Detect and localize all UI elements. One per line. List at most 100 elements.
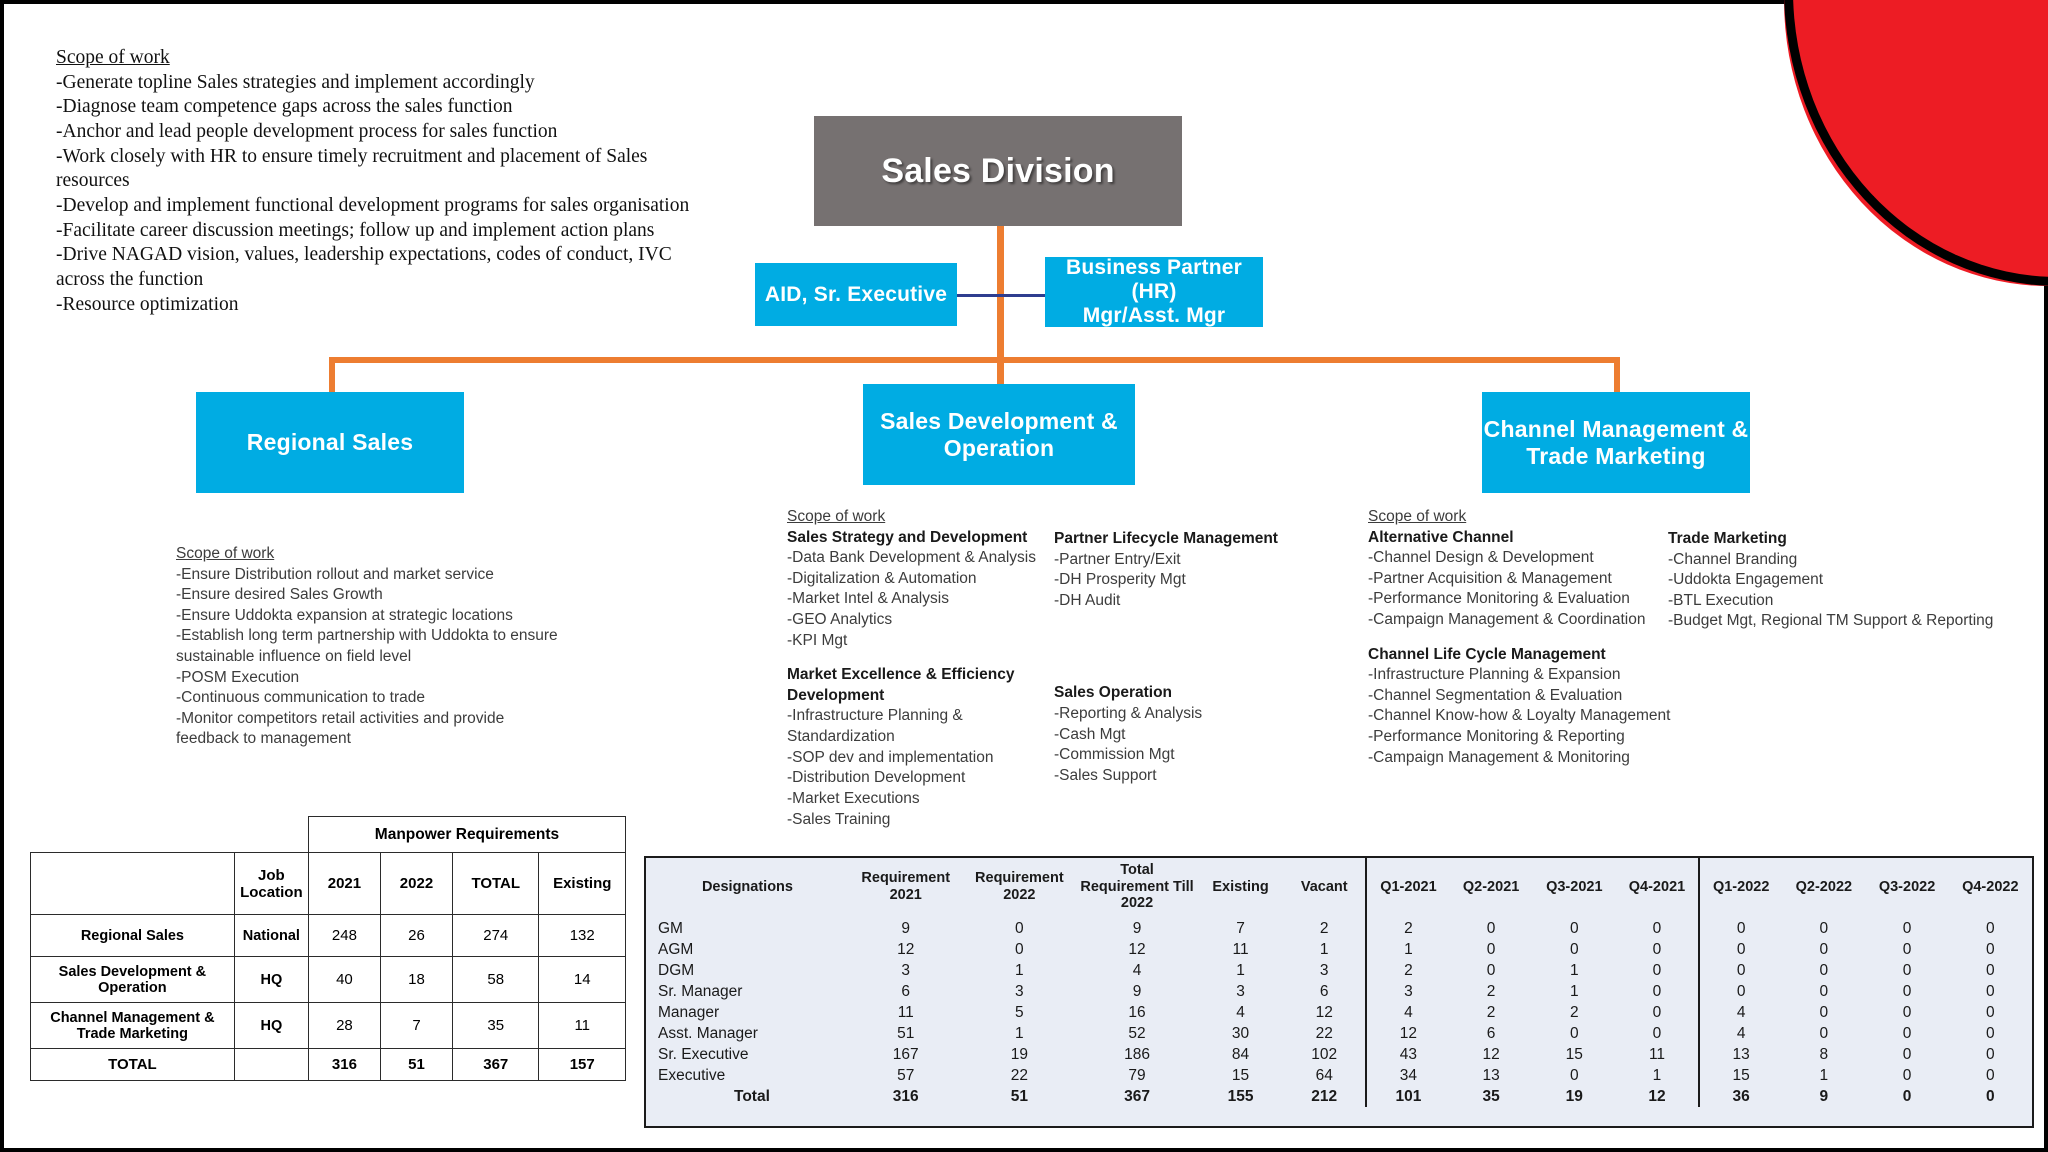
cell-q4-2021: 0 (1652, 961, 1662, 979)
cell-req-2022: 3 (1015, 982, 1024, 1000)
cell-existing: 157 (538, 1048, 626, 1081)
regional-scope-item: -Ensure desired Sales Growth (176, 586, 383, 604)
org-box-hr-label-line2: Mgr/Asst. Mgr (1082, 303, 1226, 327)
table-row-header: Job Location 2021 2022 TOTAL Existing (30, 852, 626, 915)
col-header-2022: 2022 (379, 852, 454, 915)
sales-dev-item: -Sales Training (787, 810, 891, 828)
cell-q3-2022: 0 (1902, 1024, 1912, 1042)
cell-q2-2021: 0 (1486, 919, 1496, 937)
cell-2022: 51 (379, 1048, 454, 1081)
cell-q3-2022: 0 (1902, 1087, 1912, 1105)
cell-req-2022: 22 (1010, 1066, 1028, 1084)
cell-vacant: 6 (1319, 982, 1329, 1000)
cell-req-2021: 12 (897, 940, 915, 958)
table-row: GM 9 0 9 7 2 2 0 0 0 0 0 0 0 (646, 918, 2032, 940)
sales-dev-item: -Market Executions (787, 789, 920, 807)
sales-dev-item: -DH Audit (1054, 591, 1121, 609)
sales-dev-group-heading: Sales Operation (1054, 684, 1173, 702)
connector-horizontal-bus (329, 357, 1620, 363)
col-header-total-requirement-till-2022: Total Requirement Till 2022 (1080, 862, 1194, 912)
empty-cell (234, 817, 308, 853)
org-box-business-partner-hr[interactable]: Business Partner (HR) Mgr/Asst. Mgr (1045, 256, 1263, 327)
cell-q2-2021: 0 (1486, 940, 1496, 958)
cell-q4-2021: 0 (1652, 940, 1662, 958)
regional-scope-item: -Establish long term partnership with Ud… (176, 627, 558, 645)
sales-development-scope-col1: Scope of work Sales Strategy and Develop… (787, 507, 1055, 830)
table-row-group-header: Manpower Requirements (31, 816, 627, 853)
col-header-designations: Designations (701, 878, 793, 895)
designation-requirements-table: Designations Requirement 2021 Requiremen… (646, 858, 2032, 1108)
col-header-q1-2022: Q1-2022 (1698, 858, 1783, 919)
cell-q3-2021: 1 (1569, 982, 1579, 1000)
cell-q1-2022: 15 (1698, 1065, 1783, 1087)
cell-q1-2022: 36 (1698, 1086, 1783, 1108)
cell-req-2021: 51 (897, 1024, 915, 1042)
table-row: Executive 57 22 79 15 64 34 13 0 1 15 1 … (646, 1065, 2032, 1087)
cell-existing: 4 (1236, 1003, 1245, 1021)
col-header-q2-2021: Q2-2021 (1462, 878, 1520, 895)
cell-q2-2021: 12 (1482, 1045, 1500, 1063)
division-scope-line: -Facilitate career discussion meetings; … (56, 219, 655, 241)
cell-q1-2022: 0 (1698, 960, 1783, 982)
cell-q1-2021: 4 (1365, 1002, 1450, 1024)
cell-q4-2022: 0 (1986, 982, 1995, 1000)
sales-dev-item: -DH Prosperity Mgt (1054, 571, 1186, 589)
org-box-channel-management-label-1: Channel Management & (1483, 416, 1749, 443)
cell-location: HQ (233, 1002, 309, 1049)
cell-2022: 18 (379, 956, 454, 1003)
cell-q2-2022: 0 (1819, 1024, 1829, 1042)
connector-drop-channel-management (1614, 357, 1620, 393)
channel-item: -Channel Branding (1668, 550, 1798, 568)
cell-q4-2022: 0 (1986, 1087, 1995, 1105)
sales-dev-item: -Distribution Development (787, 769, 966, 787)
cell-vacant: 12 (1315, 1003, 1333, 1021)
cell-q4-2021: 0 (1652, 919, 1662, 937)
cell-q2-2022: 0 (1819, 982, 1829, 1000)
cell-q3-2022: 0 (1902, 919, 1912, 937)
cell-location: HQ (233, 956, 309, 1003)
cell-total-req: 9 (1132, 982, 1142, 1000)
cell-q4-2022: 0 (1986, 1003, 1995, 1021)
org-box-sales-development[interactable]: Sales Development & Operation (863, 384, 1135, 485)
cell-existing: 132 (538, 914, 626, 957)
org-box-aid-sr-executive[interactable]: AID, Sr. Executive (755, 263, 957, 326)
cell-q2-2022: 0 (1819, 919, 1829, 937)
cell-vacant: 102 (1311, 1045, 1338, 1063)
cell-designation: DGM (658, 961, 695, 979)
org-box-channel-management[interactable]: Channel Management & Trade Marketing (1482, 392, 1750, 493)
col-header-q3-2021: Q3-2021 (1546, 878, 1603, 895)
cell-q2-2021: 0 (1486, 961, 1496, 979)
cell-req-2021: 11 (897, 1003, 914, 1021)
sales-dev-item: -Market Intel & Analysis (787, 590, 949, 608)
cell-existing: 14 (538, 956, 626, 1003)
cell-q3-2021: 1 (1569, 961, 1579, 979)
sales-dev-item: -GEO Analytics (787, 611, 893, 629)
cell-q2-2021: 6 (1486, 1024, 1496, 1042)
cell-q4-2021: 0 (1652, 1024, 1662, 1042)
cell-designation: Sr. Executive (658, 1045, 749, 1063)
channel-item: -Channel Segmentation & Evaluation (1368, 686, 1623, 704)
sales-dev-group-heading: Sales Strategy and Development (787, 528, 1028, 546)
sales-development-scope-col2: Partner Lifecycle Management -Partner En… (1054, 529, 1304, 786)
org-box-regional-sales[interactable]: Regional Sales (196, 392, 464, 493)
cell-row-name: Regional Sales (30, 914, 235, 957)
sales-dev-group-heading: Market Excellence & Efficiency Developme… (787, 666, 1015, 704)
table-row: Channel Management & Trade Marketing HQ … (30, 1002, 626, 1049)
cell-designation: Manager (658, 1003, 720, 1021)
cell-total-req: 9 (1132, 919, 1142, 937)
channel-management-scope-col1: Scope of work Alternative Channel -Chann… (1368, 507, 1678, 768)
cell-q4-2021: 0 (1652, 1003, 1662, 1021)
col-header-q2-2022: Q2-2022 (1795, 878, 1853, 895)
cell-q3-2022: 0 (1902, 1066, 1912, 1084)
col-header-job-location: Job Location (233, 852, 309, 915)
cell-q1-2022: 4 (1698, 1023, 1783, 1045)
sales-dev-item: -Commission Mgt (1054, 746, 1175, 764)
cell-req-2022: 1 (1015, 1024, 1024, 1042)
cell-2021: 40 (307, 956, 381, 1003)
cell-q4-2022: 0 (1986, 1045, 1995, 1063)
col-header-blank (30, 852, 235, 915)
org-box-sales-division[interactable]: Sales Division (814, 116, 1182, 226)
cell-q1-2021: 12 (1365, 1023, 1450, 1045)
col-header-q4-2022: Q4-2022 (1962, 878, 2019, 895)
cell-vacant: 212 (1311, 1087, 1338, 1105)
